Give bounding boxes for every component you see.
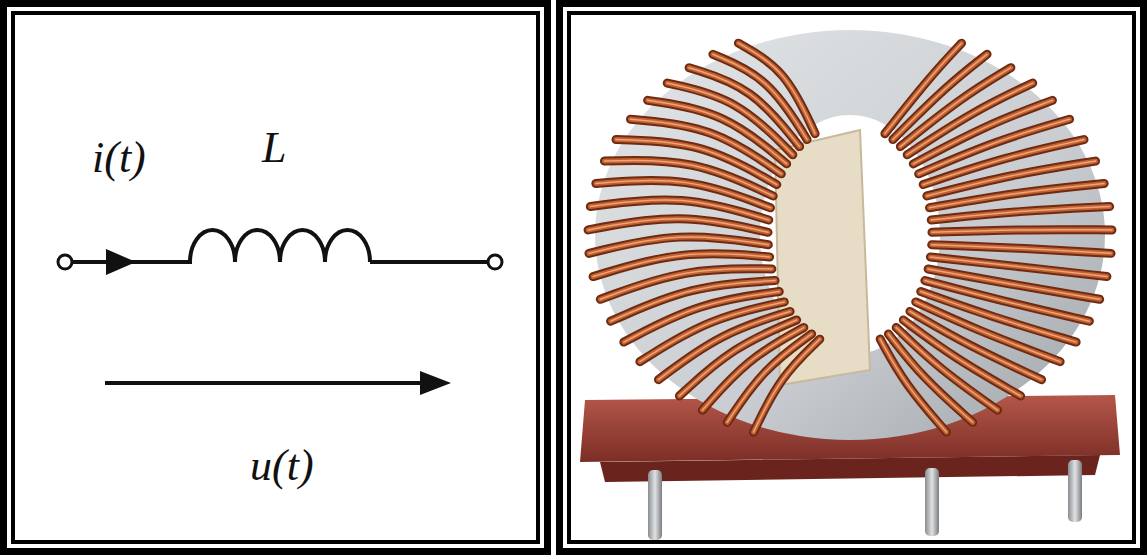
winding bbox=[738, 43, 815, 133]
winding-highlight bbox=[880, 339, 946, 432]
winding bbox=[931, 207, 1109, 220]
winding-highlight bbox=[932, 245, 1111, 254]
winding-highlight bbox=[593, 254, 770, 277]
winding bbox=[624, 292, 779, 343]
winding-highlight bbox=[893, 54, 987, 139]
winding bbox=[931, 207, 1109, 220]
signal-label: L bbox=[262, 126, 286, 170]
signal-label: u(t) bbox=[250, 444, 314, 488]
winding bbox=[900, 68, 1011, 147]
winding bbox=[640, 302, 784, 362]
winding bbox=[600, 269, 772, 300]
winding-highlight bbox=[932, 230, 1112, 233]
winding bbox=[932, 230, 1112, 233]
winding bbox=[600, 269, 772, 300]
winding bbox=[900, 68, 1011, 147]
choke-photo bbox=[580, 30, 1120, 540]
winding-highlight bbox=[900, 68, 1011, 147]
winding bbox=[589, 237, 768, 254]
winding-highlight bbox=[931, 207, 1109, 220]
signal-label: i(t) bbox=[92, 136, 146, 180]
frame bbox=[0, 0, 551, 555]
voltage-arrow bbox=[105, 371, 451, 395]
winding bbox=[640, 302, 784, 362]
winding-highlight bbox=[588, 219, 768, 233]
current-arrow bbox=[106, 249, 136, 275]
winding bbox=[932, 245, 1111, 254]
winding bbox=[590, 200, 768, 220]
winding bbox=[590, 200, 768, 220]
winding bbox=[880, 339, 946, 432]
winding bbox=[616, 140, 777, 185]
winding bbox=[624, 292, 779, 343]
winding-highlight bbox=[590, 200, 768, 220]
winding-highlight bbox=[589, 237, 768, 254]
winding bbox=[893, 54, 987, 139]
winding-highlight bbox=[624, 292, 779, 343]
winding-highlight bbox=[640, 302, 784, 362]
winding bbox=[932, 230, 1112, 233]
winding bbox=[893, 54, 987, 139]
winding-highlight bbox=[600, 269, 772, 300]
winding bbox=[593, 254, 770, 277]
winding bbox=[616, 140, 777, 185]
winding bbox=[738, 43, 815, 133]
winding bbox=[880, 339, 946, 432]
winding bbox=[589, 237, 768, 254]
winding bbox=[588, 219, 768, 233]
winding bbox=[588, 219, 768, 233]
winding-highlight bbox=[738, 43, 815, 133]
winding-highlight bbox=[616, 140, 777, 185]
winding bbox=[932, 245, 1111, 254]
winding bbox=[593, 254, 770, 277]
frame bbox=[556, 0, 1147, 555]
